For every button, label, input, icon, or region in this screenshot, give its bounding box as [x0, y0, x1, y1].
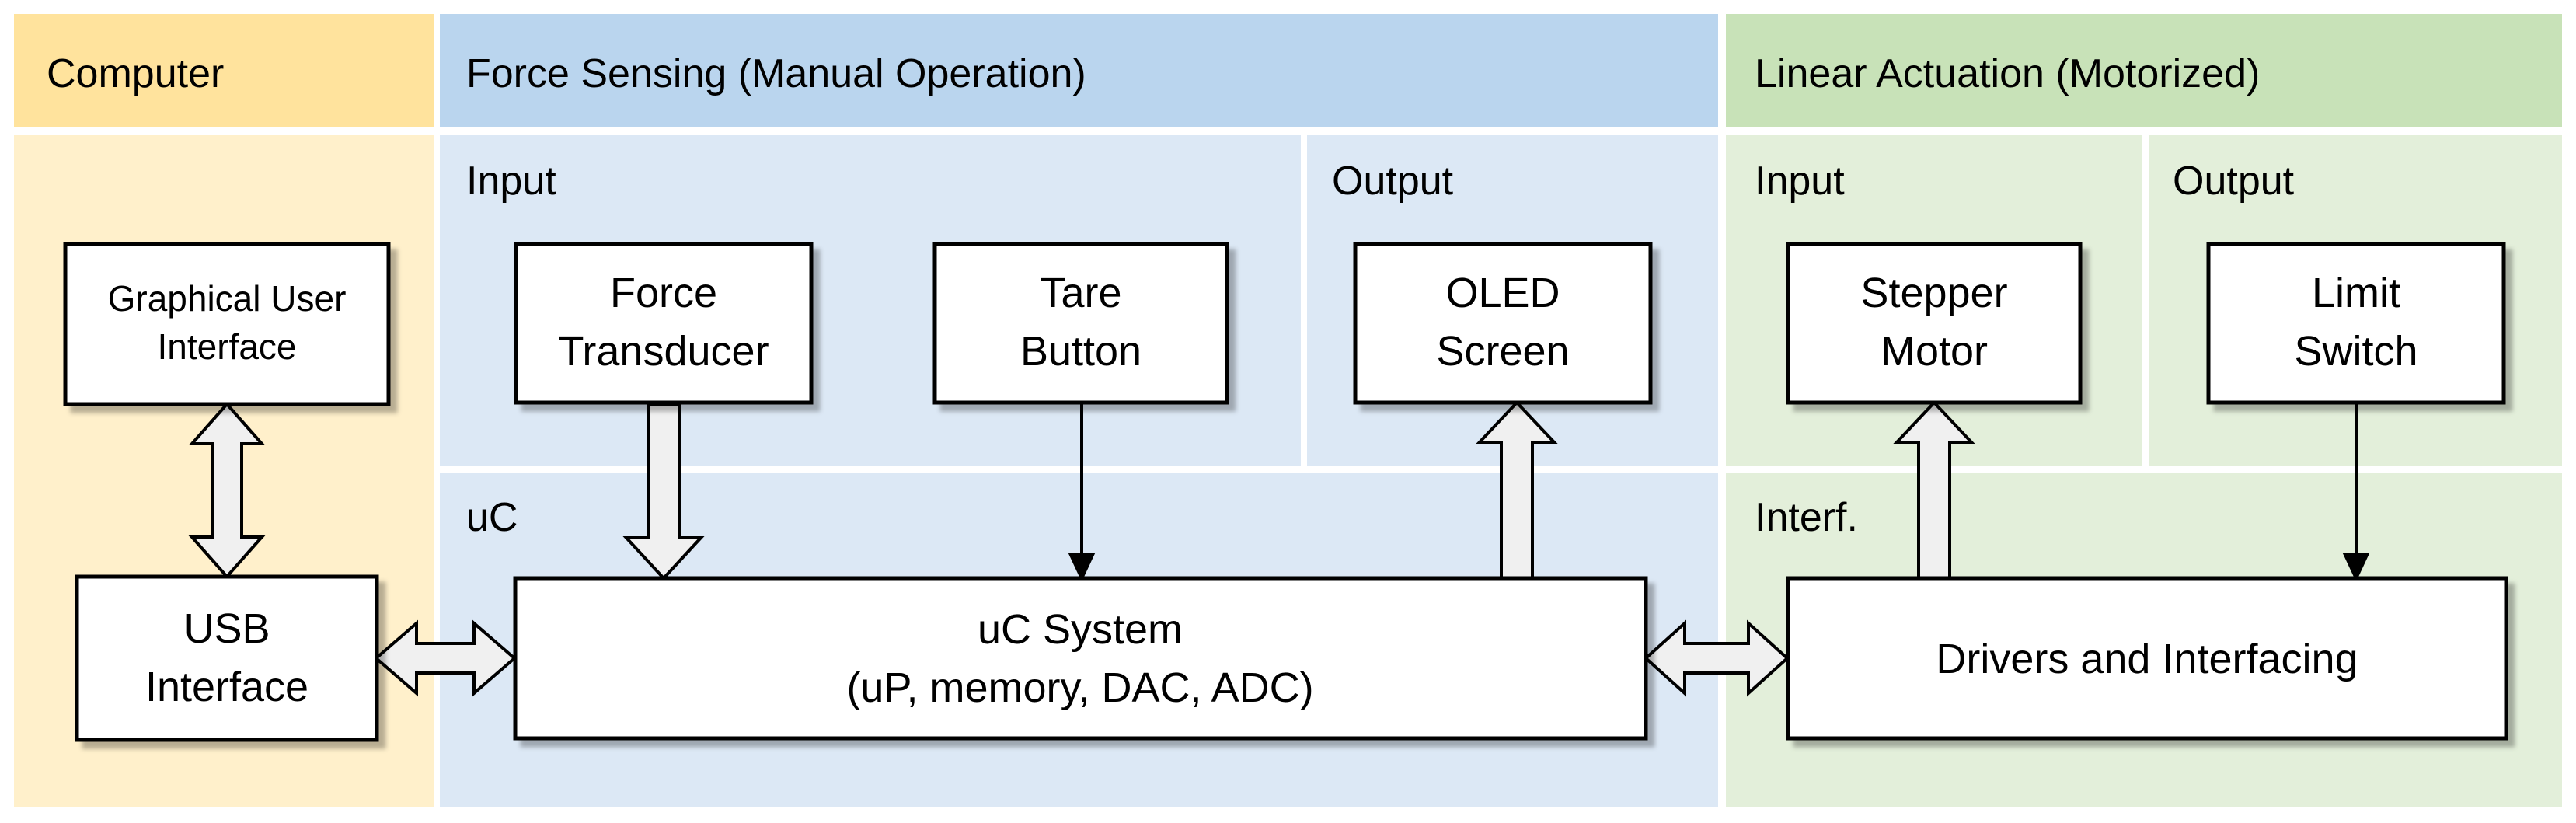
oled-arrow	[1476, 400, 1558, 580]
linear-input-label: Input	[1755, 159, 1845, 204]
linear-header-bg	[1726, 14, 2562, 127]
stepper-motor-box	[1786, 242, 2083, 405]
computer-title: Computer	[47, 51, 224, 96]
force-transducer-label-line1: Force	[610, 270, 717, 316]
tare-button-label-line1: Tare	[1040, 270, 1121, 316]
force-transducer-box	[514, 242, 814, 405]
force-sensing-title: Force Sensing (Manual Operation)	[466, 51, 1086, 96]
oled-screen-label-line1: OLED	[1445, 270, 1560, 316]
uc-system-box	[513, 576, 1648, 741]
stepper-motor-label-line1: Stepper	[1860, 270, 2007, 316]
limit-switch-label-line2: Switch	[2294, 328, 2417, 375]
drivers-box	[1786, 576, 2508, 741]
limit-switch-box	[2206, 242, 2506, 405]
force-output-label: Output	[1332, 159, 1454, 204]
gui-label-line2: Interface	[158, 326, 297, 367]
computer-header-bg	[14, 14, 434, 127]
tare-button-arrowhead	[1068, 553, 1096, 582]
uc-label: uC	[466, 495, 518, 540]
usb-label-line1: USB	[183, 605, 270, 652]
tare-button-label-line2: Button	[1020, 328, 1142, 375]
drivers-label: Drivers and Interfacing	[1936, 636, 2358, 682]
force-input-label: Input	[466, 159, 556, 204]
usb-box	[75, 574, 379, 742]
limit-switch-label-line1: Limit	[2312, 270, 2400, 316]
force-transducer-label-line2: Transducer	[558, 328, 769, 375]
linear-output-label: Output	[2173, 159, 2295, 204]
interf-label: Interf.	[1755, 495, 1858, 540]
gui-label-line1: Graphical User	[108, 278, 347, 319]
force-transducer-arrow	[622, 403, 705, 581]
uc-system-label-line1: uC System	[978, 606, 1183, 653]
limit-switch-arrowhead	[2342, 553, 2370, 582]
tare-button-box	[932, 242, 1229, 405]
gui-box	[63, 242, 391, 406]
oled-screen-label-line2: Screen	[1436, 328, 1569, 375]
stepper-motor-label-line2: Motor	[1881, 328, 1988, 375]
oled-screen-box	[1353, 242, 1653, 405]
uc-system-label-line2: (uP, memory, DAC, ADC)	[846, 664, 1313, 711]
usb-label-line2: Interface	[145, 664, 308, 710]
linear-actuation-title: Linear Actuation (Motorized)	[1755, 51, 2260, 96]
stepper-arrow	[1893, 400, 1975, 580]
force-header-bg	[440, 14, 1718, 127]
